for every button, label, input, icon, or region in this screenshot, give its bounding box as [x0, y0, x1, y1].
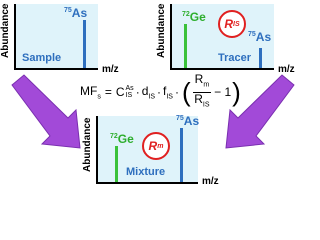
y-axis — [14, 4, 16, 70]
y-axis — [170, 4, 172, 70]
tracer-tag: Tracer — [218, 52, 252, 64]
ge72-label: 72Ge — [110, 132, 134, 146]
flow-arrows — [11, 74, 295, 149]
arrow-down-right-icon — [11, 74, 81, 149]
x-axis — [170, 68, 274, 70]
eq-factor: fIS — [163, 83, 173, 101]
y-axis — [96, 116, 98, 184]
mixture-tag: Mixture — [126, 166, 166, 178]
x-axis-label: m/z — [102, 64, 119, 75]
arrow-down-left-icon — [225, 74, 295, 149]
eq-minus-one: − 1 — [214, 85, 232, 99]
as75-peak — [180, 128, 183, 182]
as75-peak — [259, 48, 262, 68]
eq-lhs: MFs — [80, 83, 101, 101]
x-axis-label: m/z — [278, 64, 295, 75]
y-axis-label: Abundance — [156, 3, 167, 58]
y-axis-label: Abundance — [0, 3, 11, 58]
y-axis-label: Abundance — [82, 117, 93, 172]
x-axis-label: m/z — [202, 176, 219, 187]
x-axis — [96, 182, 198, 184]
ge72-label: 72Ge — [182, 10, 206, 24]
as75-peak — [83, 20, 86, 68]
ge72-peak — [184, 24, 187, 68]
eq-density: dIS — [141, 83, 155, 101]
x-axis — [14, 68, 98, 70]
as75-label: 75As — [248, 30, 272, 44]
ge72-peak — [115, 146, 118, 182]
as75-label: 75As — [176, 114, 200, 128]
eq-ratio-fraction: Rm RIS — [192, 72, 212, 108]
as75-label: 75As — [64, 6, 88, 20]
sample-tag: Sample — [22, 52, 62, 64]
